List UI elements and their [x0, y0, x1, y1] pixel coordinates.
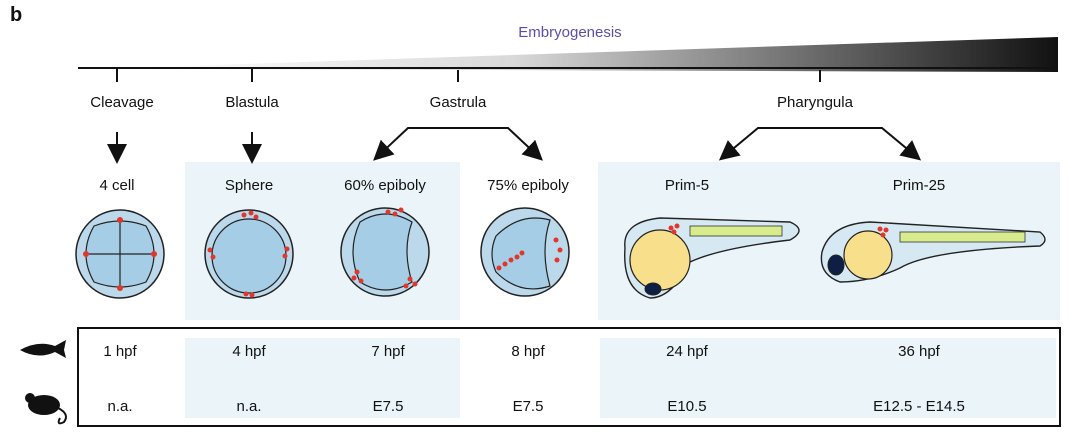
- panel-letter: b: [10, 4, 23, 26]
- substage-label: 4 cell: [99, 177, 135, 194]
- table-cell-hpf: 1 hpf: [103, 343, 137, 360]
- arrow-pharyngula-right: [820, 127, 922, 161]
- arrow-pharyngula-left: [718, 127, 820, 161]
- substage-label: 75% epiboly: [487, 177, 569, 194]
- substage-label: Sphere: [224, 177, 274, 194]
- embryo-75-epiboly: [480, 207, 570, 297]
- table-cell-mouse: E12.5 - E14.5: [873, 398, 965, 415]
- embryo-prim-5: [624, 217, 800, 299]
- stage-label-cleavage: Cleavage: [90, 94, 154, 111]
- stage-label-gastrula: Gastrula: [429, 94, 487, 111]
- substage-label: Prim-5: [664, 177, 710, 194]
- stage-label-pharyngula: Pharyngula: [777, 94, 853, 111]
- table-cell-hpf: 4 hpf: [232, 343, 266, 360]
- substage-label: 60% epiboly: [344, 177, 426, 194]
- embryo-prim-25: [820, 221, 1046, 283]
- embryo-60-epiboly: [340, 207, 430, 297]
- table-cell-hpf: 36 hpf: [898, 343, 940, 360]
- table-cell-hpf: 8 hpf: [511, 343, 545, 360]
- arrow-gastrula-left: [373, 127, 458, 161]
- table-shade-right: [600, 338, 1056, 418]
- arrow-gastrula-right: [458, 127, 543, 161]
- timing-table-frame: [77, 327, 1061, 427]
- table-cell-hpf: 7 hpf: [371, 343, 405, 360]
- embryogenesis-wedge: [150, 37, 1058, 72]
- table-cell-mouse: n.a.: [236, 398, 262, 415]
- substage-label: Prim-25: [892, 177, 946, 194]
- zebrafish-icon: [20, 340, 66, 358]
- mouse-icon: [25, 393, 67, 425]
- table-cell-mouse: E10.5: [667, 398, 707, 415]
- table-shade-left: [185, 338, 460, 418]
- table-cell-mouse: n.a.: [107, 398, 133, 415]
- table-cell-hpf: 24 hpf: [666, 343, 708, 360]
- stage-label-blastula: Blastula: [225, 94, 279, 111]
- embryo-4-cell: [75, 209, 165, 299]
- table-cell-mouse: E7.5: [372, 398, 404, 415]
- table-cell-mouse: E7.5: [512, 398, 544, 415]
- embryo-sphere: [204, 209, 294, 299]
- wedge-title: Embryogenesis: [518, 24, 622, 41]
